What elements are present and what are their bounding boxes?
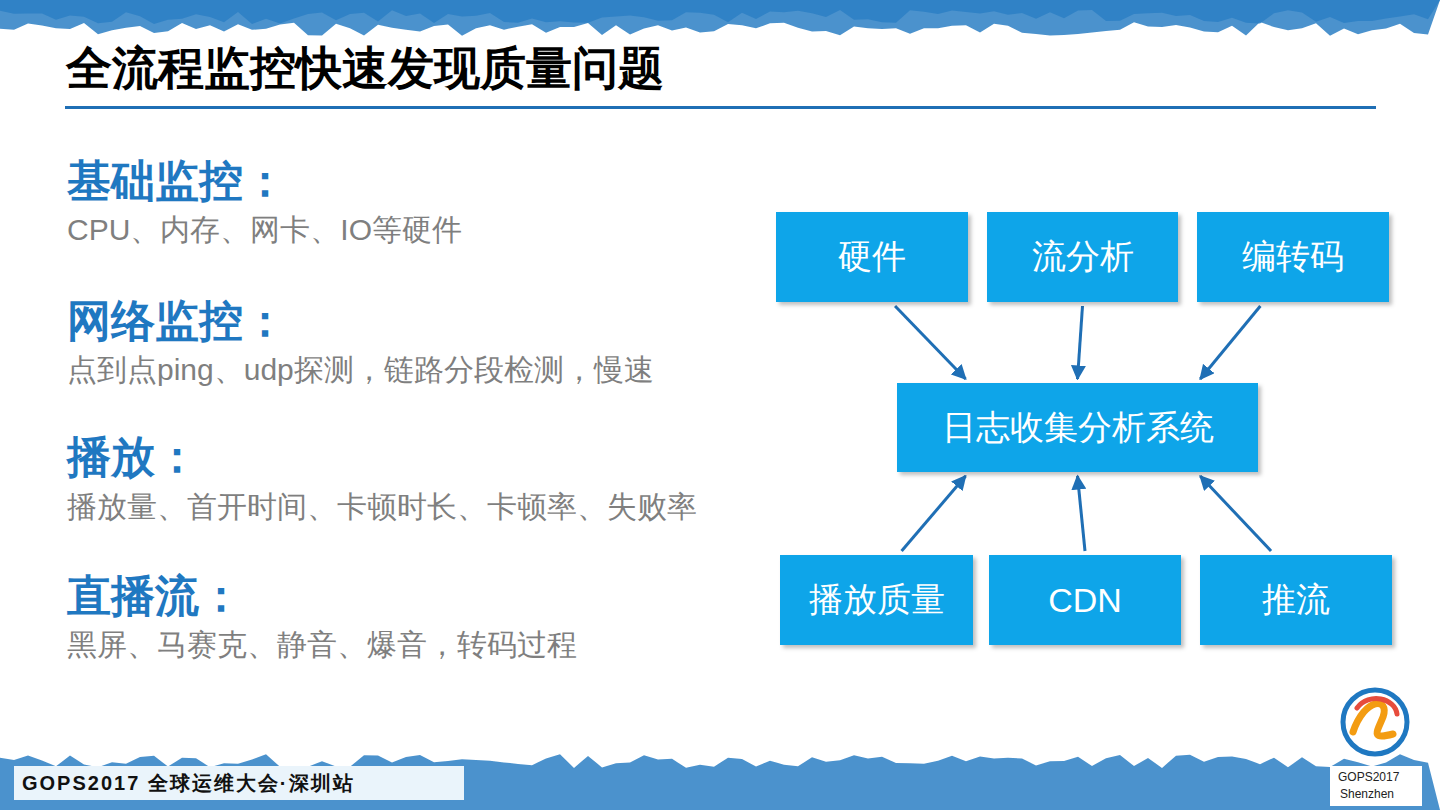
section-heading: 直播流：	[67, 567, 243, 626]
section-body: CPU、内存、网卡、IO等硬件	[67, 210, 462, 251]
box-label: 推流	[1262, 577, 1330, 623]
flow-arrow	[1078, 306, 1083, 379]
brush-stroke	[0, 0, 1440, 24]
brush-band-bottom	[0, 754, 1440, 810]
box-label: CDN	[1048, 581, 1122, 620]
brush-stroke	[0, 754, 1440, 810]
box-label: 日志收集分析系统	[942, 405, 1214, 451]
footer-text: GOPS2017 全球运维大会·深圳站	[22, 770, 355, 797]
section-heading: 播放：	[67, 428, 199, 487]
section-heading: 网络监控：	[67, 292, 287, 351]
logo-mark	[1343, 690, 1407, 754]
source-box: 流分析	[987, 212, 1178, 302]
logo-ground	[1330, 766, 1422, 806]
source-box: 编转码	[1197, 212, 1389, 302]
box-label: 硬件	[838, 234, 906, 280]
section-body: 黑屏、马赛克、静音、爆音，转码过程	[67, 625, 577, 666]
section-body: 播放量、首开时间、卡顿时长、卡顿率、失败率	[67, 487, 697, 528]
logo-text: Shenzhen	[1340, 787, 1394, 801]
box-label: 播放质量	[809, 577, 945, 623]
source-box: CDN	[989, 555, 1181, 645]
flow-arrow	[1200, 476, 1271, 551]
brush-band-top	[0, 0, 1440, 36]
flow-arrow	[895, 306, 966, 379]
hub-box: 日志收集分析系统	[897, 383, 1258, 472]
section-heading: 基础监控：	[67, 152, 287, 211]
flow-arrow	[1200, 306, 1260, 379]
box-label: 编转码	[1242, 234, 1344, 280]
flow-arrow	[1078, 476, 1086, 551]
slide-title: 全流程监控快速发现质量问题	[66, 38, 664, 100]
source-box: 播放质量	[780, 555, 973, 645]
source-box: 推流	[1200, 555, 1392, 645]
source-box: 硬件	[776, 212, 968, 302]
footer-ground	[14, 766, 464, 800]
brush-stroke	[0, 0, 1440, 36]
flow-arrow	[902, 476, 966, 551]
logo-text: GOPS2017	[1338, 770, 1399, 784]
title-rule	[65, 106, 1376, 109]
logo-ring	[1343, 690, 1407, 754]
logo-swirl	[1357, 699, 1397, 714]
section-body: 点到点ping、udp探测，链路分段检测，慢速	[67, 350, 654, 391]
box-label: 流分析	[1032, 234, 1134, 280]
